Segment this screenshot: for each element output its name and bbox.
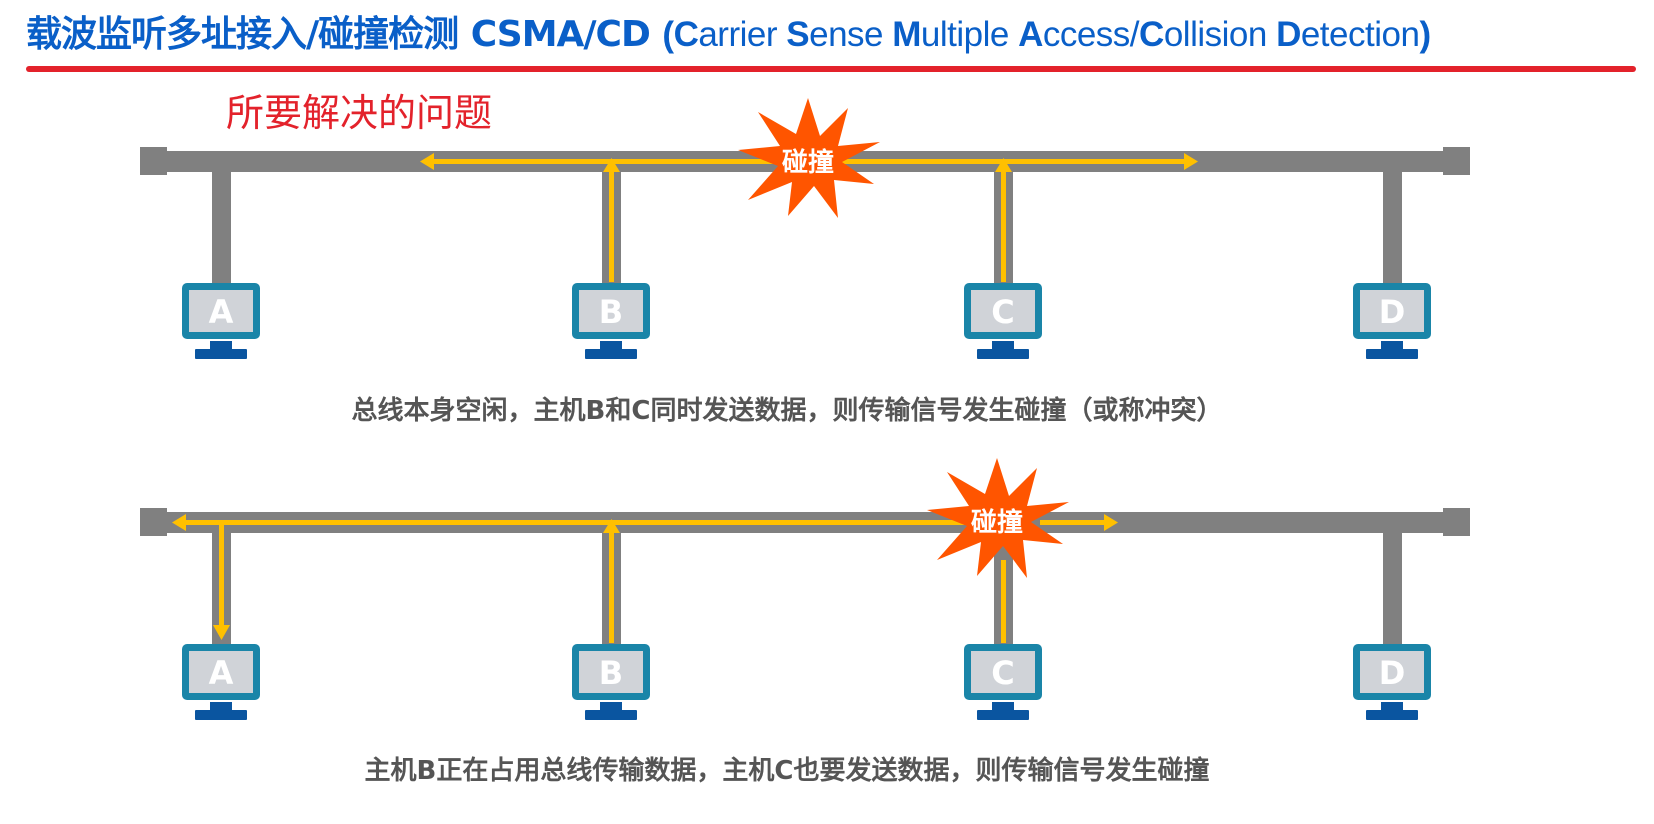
word-sense: ense	[809, 15, 893, 54]
initial-a: A	[1018, 15, 1043, 54]
scenario-1: 碰撞 A B C D	[140, 98, 1470, 359]
signal-b	[420, 153, 802, 282]
word-detection: etection	[1300, 15, 1420, 54]
bus-terminator-left	[140, 508, 167, 536]
host-a: A	[182, 283, 260, 359]
scenario-2-caption: 主机B正在占用总线传输数据，主机C也要发送数据，则传输信号发生碰撞	[364, 756, 1210, 786]
collision-burst: 碰撞	[738, 98, 880, 218]
collision-burst: 碰撞	[927, 458, 1069, 578]
host-c: C	[964, 283, 1042, 359]
host-label: B	[599, 654, 623, 692]
initial-m: M	[892, 15, 921, 54]
host-a: A	[182, 644, 260, 720]
signal-c	[830, 153, 1198, 282]
title-open-paren: (	[662, 15, 674, 54]
title-expansion: (Carrier Sense Multiple Access/Collision…	[662, 15, 1431, 54]
host-label: B	[599, 293, 623, 331]
scenario-1-caption: 总线本身空闲，主机B和C同时发送数据，则传输信号发生碰撞（或称冲突）	[351, 396, 1223, 426]
drop-line-a	[212, 165, 231, 285]
bus-terminator-right	[1443, 147, 1470, 175]
word-collision: ollision	[1163, 15, 1277, 54]
host-d: D	[1353, 283, 1431, 359]
initial-d: D	[1276, 15, 1301, 54]
host-label: A	[209, 654, 234, 692]
host-label: A	[209, 293, 234, 331]
host-d: D	[1353, 644, 1431, 720]
initial-s: S	[786, 15, 810, 54]
word-access: ccess/	[1042, 15, 1140, 54]
word-multiple: ultiple	[920, 15, 1019, 54]
host-b: B	[572, 644, 650, 720]
drop-line-d	[1383, 526, 1402, 646]
subtitle: 所要解决的问题	[226, 91, 493, 135]
title-chinese: 载波监听多址接入/碰撞检测	[26, 14, 459, 55]
title-underline	[26, 66, 1636, 72]
initial-c2: C	[1139, 15, 1164, 54]
word-carrier: arrier	[698, 15, 787, 54]
title-acronym: CSMA/CD	[470, 14, 651, 55]
initial-c: C	[673, 15, 699, 54]
host-b: B	[572, 283, 650, 359]
host-label: D	[1379, 654, 1406, 692]
collision-label: 碰撞	[971, 508, 1023, 538]
host-c: C	[964, 644, 1042, 720]
collision-label: 碰撞	[782, 148, 834, 178]
scenario-2: 碰撞 A B C D	[140, 458, 1470, 720]
title-close-paren: )	[1419, 15, 1431, 54]
signal-c	[1001, 514, 1118, 643]
host-label: D	[1379, 293, 1406, 331]
signal-b	[172, 514, 984, 643]
host-label: C	[991, 293, 1014, 331]
bus-terminator-right	[1443, 508, 1470, 536]
drop-line-d	[1383, 165, 1402, 285]
host-label: C	[991, 654, 1014, 692]
bus-terminator-left	[140, 147, 167, 175]
page-title: 载波监听多址接入/碰撞检测 CSMA/CD (Carrier Sense Mul…	[26, 10, 1636, 60]
